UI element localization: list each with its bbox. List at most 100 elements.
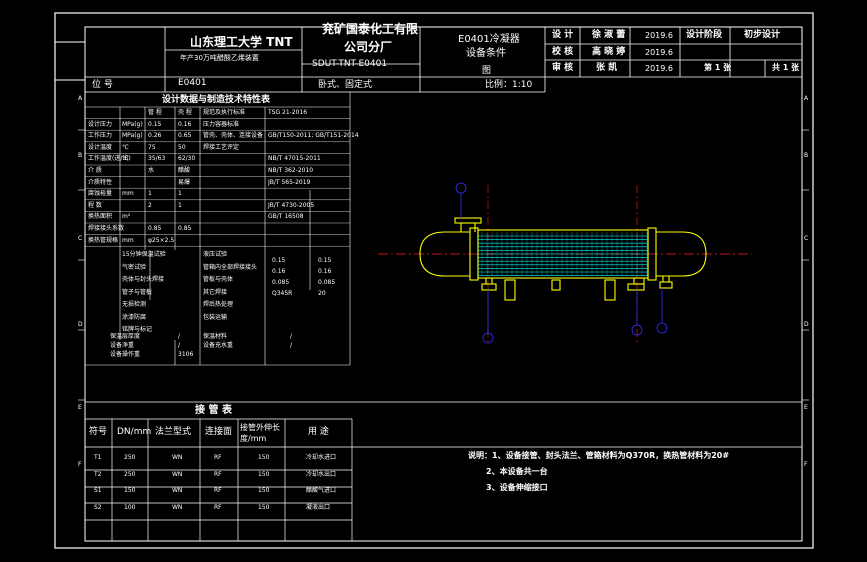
nozzle-cell-flange: WN <box>172 503 183 511</box>
nozzle-header-flange: 法兰型式 <box>155 427 192 437</box>
nozzle-table-grid <box>85 401 802 541</box>
design-footer-cell: / <box>290 333 293 340</box>
vessel-type: 卧式、固定式 <box>318 80 373 90</box>
design-cell: ℃ <box>122 155 129 163</box>
design-cell: 0.15 <box>148 120 162 128</box>
nozzle-cell-len: 150 <box>258 454 270 461</box>
nozzle-cell-sym: T1 <box>94 454 102 461</box>
nozzle-cell-face: RF <box>214 470 222 478</box>
role-check: 校 核 <box>552 47 574 57</box>
design-note: 15分钟保温试验 <box>122 251 166 258</box>
design-cell: 规范及执行标准 <box>203 109 246 116</box>
note-line-1: 说明：1、设备接管、封头法兰、管箱材料为Q370R，换热管材料为20# <box>468 451 730 460</box>
zone-mark-left: A <box>78 95 83 102</box>
nozzle-cell-sym: S1 <box>94 487 102 495</box>
design-cell: MPa(g) <box>122 120 143 128</box>
design-cell: ℃ <box>122 143 129 151</box>
design-cell: 工作温度(进/出) <box>88 155 131 163</box>
design-cell: 壳 程 <box>178 109 192 116</box>
nozzle-header-dn: DN/mm <box>117 427 152 437</box>
design-cell: 1 <box>178 190 182 198</box>
design-cell: TSG 21-2016 <box>268 109 308 116</box>
design-cell: 1 <box>148 190 152 198</box>
design-footer-cell: / <box>178 333 181 340</box>
design-note: 焊后热处理 <box>203 301 234 308</box>
design-value: 0.16 <box>318 268 332 275</box>
name-check: 高 晓 婷 <box>592 47 626 57</box>
company-name-line2: 公司分厂 <box>344 40 393 54</box>
company-name-line1: 兖矿国泰化工有限 <box>322 22 419 36</box>
design-cell: 工作压力 <box>88 132 113 140</box>
design-note: 铭牌与标记 <box>122 326 153 333</box>
design-footer-cell: / <box>290 342 293 349</box>
zone-mark-left: D <box>78 321 83 328</box>
sheet-total: 共 1 张 <box>772 63 800 72</box>
nozzle-cell-sym: T2 <box>94 470 102 478</box>
design-cell: 75 <box>148 143 156 151</box>
design-value: 0.085 <box>318 279 336 286</box>
design-cell: NB/T 362-2010 <box>268 167 314 174</box>
nozzle-cell-use: 凝液出口 <box>306 503 331 511</box>
nozzle-cell-face: RF <box>214 454 222 461</box>
design-cell: 醋酸 <box>178 167 191 174</box>
design-cell: GB/T150-2011; GB/T151-2014 <box>268 132 359 140</box>
nozzle-header-face: 连接面 <box>205 427 233 437</box>
nozzle-cell-dn: 250 <box>124 454 136 461</box>
design-footer-cell: / <box>178 342 181 349</box>
design-cell: 换热面积 <box>88 213 113 221</box>
nozzle-cell-flange: WN <box>172 487 183 495</box>
zone-mark-right: E <box>804 404 808 411</box>
design-note: 无损检测 <box>122 301 147 308</box>
design-value: Q345R <box>272 290 293 297</box>
design-cell: 0.16 <box>178 120 192 128</box>
design-cell: 压力容器标准 <box>203 120 240 128</box>
design-cell: 0.85 <box>148 225 162 232</box>
design-cell: 水 <box>148 167 155 174</box>
name-review: 张 凯 <box>596 63 618 73</box>
position-value: E0401 <box>178 78 207 88</box>
design-value: 0.16 <box>272 268 286 275</box>
design-cell: 2 <box>148 201 152 209</box>
zone-mark-left: F <box>78 461 82 468</box>
design-cell: 0.65 <box>178 132 192 140</box>
nozzle-cell-face: RF <box>214 503 222 511</box>
design-cell: 50 <box>178 143 186 151</box>
design-footer-cell: 保温材料 <box>203 333 228 340</box>
zone-mark-right: D <box>804 321 809 328</box>
zone-mark-left: C <box>78 235 83 242</box>
design-cell: 介质特性 <box>88 178 113 186</box>
date-design: 2019.6 <box>645 31 673 40</box>
zone-mark-left: B <box>78 152 83 159</box>
nozzle-cell-use: 醋酸气进口 <box>306 487 337 495</box>
nozzle-cell-flange: WN <box>172 470 183 478</box>
design-table-title: 设计数据与制造技术特性表 <box>162 95 271 105</box>
nozzle-callouts <box>455 182 668 344</box>
nozzle-cell-dn: 250 <box>124 470 136 478</box>
tube-hatch <box>481 232 648 276</box>
design-value: 0.15 <box>318 257 332 264</box>
design-cell: 介 质 <box>88 167 102 174</box>
outer-frame <box>54 12 814 549</box>
design-note: 管子与管板 <box>122 288 153 296</box>
nozzle-cell-len: 150 <box>258 487 270 495</box>
nozzle-cell-dn: 150 <box>124 487 136 495</box>
zone-mark-right: F <box>804 461 808 468</box>
design-cell: 0.85 <box>178 225 192 232</box>
design-value: 0.085 <box>272 279 290 286</box>
design-cell: 设计温度 <box>88 143 113 151</box>
design-note: 管箱内全部焊接接头 <box>203 263 258 271</box>
design-note: 液压试验 <box>203 251 228 258</box>
heat-exchanger-drawing <box>378 182 752 345</box>
nozzle-table-title: 接 管 表 <box>195 405 232 416</box>
design-cell: 管 程 <box>148 109 162 116</box>
zone-mark-left: E <box>78 404 82 411</box>
name-design: 徐 淑 蕾 <box>592 30 626 40</box>
design-cell: 易爆 <box>178 178 191 186</box>
drawing-code: SDUT-TNT-E0401 <box>312 59 388 69</box>
design-footer-cell: 设备操作重 <box>110 351 141 358</box>
nozzle-header-length: 接管外伸长度/mm <box>240 423 280 444</box>
design-cell: 焊接接头系数 <box>88 225 125 232</box>
design-cell: 腐蚀裕量 <box>88 190 113 198</box>
nozzle-cell-dn: 100 <box>124 503 136 511</box>
